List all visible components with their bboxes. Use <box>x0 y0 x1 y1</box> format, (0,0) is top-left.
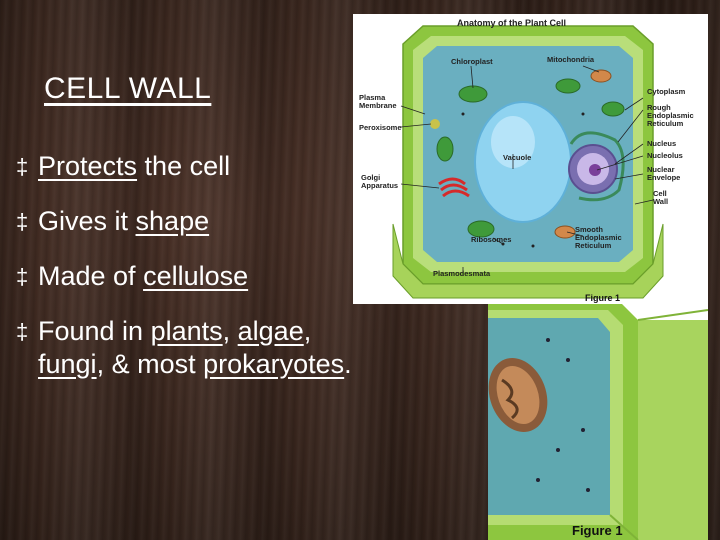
label-nucleolus: Nucleolus <box>647 151 683 160</box>
zoomed-cell-illustration <box>488 300 708 540</box>
bullet-text: , & most <box>96 349 204 379</box>
bullet-item: ‡ Gives it shape <box>16 205 486 238</box>
bullet-mark: ‡ <box>16 154 29 179</box>
bullet-text: , <box>222 316 238 346</box>
figure-caption: Figure 1 <box>585 293 621 303</box>
bullet-text: . <box>344 349 352 379</box>
bullet-text: Made of <box>38 261 144 291</box>
label-mitochondria: Mitochondria <box>547 55 595 64</box>
label-ribosomes: Ribosomes <box>471 235 512 244</box>
bullet-text: Gives it <box>38 206 136 236</box>
label-cytoplasm: Cytoplasm <box>647 87 686 96</box>
slide-title: CELL WALL <box>44 72 212 105</box>
zoomed-figure-caption: Figure 1 <box>572 523 623 538</box>
label-peroxisome: Peroxisome <box>359 123 402 132</box>
label-rough-er: Rough Endoplasmic Reticulum <box>647 103 694 128</box>
bullet-list: ‡ Protects the cell ‡ Gives it shape ‡ Made… <box>16 150 486 403</box>
label-plasma-membrane: Plasma Membrane <box>359 93 397 110</box>
keyword: prokaryotes <box>203 349 345 379</box>
bullet-item: ‡ Made of cellulose <box>16 260 486 293</box>
bullet-mark: ‡ <box>16 264 29 289</box>
bullet-mark: ‡ <box>16 319 29 344</box>
bullet-line: fungi, & most prokaryotes. <box>38 348 486 381</box>
plant-cell-illustration <box>392 25 664 299</box>
keyword: Protects <box>38 151 138 181</box>
keyword: plants <box>150 316 223 346</box>
bullet-mark: ‡ <box>16 209 29 234</box>
keyword: algae <box>237 316 304 346</box>
keyword: cellulose <box>143 261 249 291</box>
bullet-text: , <box>303 316 312 346</box>
label-chloroplast: Chloroplast <box>451 57 493 66</box>
zoomed-cell-figure <box>488 300 708 540</box>
label-cell-wall: Cell Wall <box>653 189 669 206</box>
plant-cell-figure: Anatomy of the Plant Cell Chloroplast Mi… <box>353 14 708 304</box>
keyword: shape <box>135 206 210 236</box>
keyword: fungi <box>38 349 97 379</box>
figure-title: Anatomy of the Plant Cell <box>457 18 567 28</box>
bullet-text: Found in <box>38 316 151 346</box>
label-nucleus: Nucleus <box>647 139 677 148</box>
bullet-text: the cell <box>137 151 231 181</box>
label-golgi-apparatus: Golgi Apparatus <box>361 173 399 190</box>
label-plasmodesmata: Plasmodesmata <box>433 269 491 278</box>
label-smooth-er: Smooth Endoplasmic Reticulum <box>575 225 622 250</box>
label-vacuole: Vacuole <box>503 153 532 162</box>
label-nuclear-envelope: Nuclear Envelope <box>647 165 681 182</box>
bullet-item: ‡ Protects the cell <box>16 150 486 183</box>
bullet-item: ‡ Found in plants, algae, fungi, & most p… <box>16 315 486 381</box>
